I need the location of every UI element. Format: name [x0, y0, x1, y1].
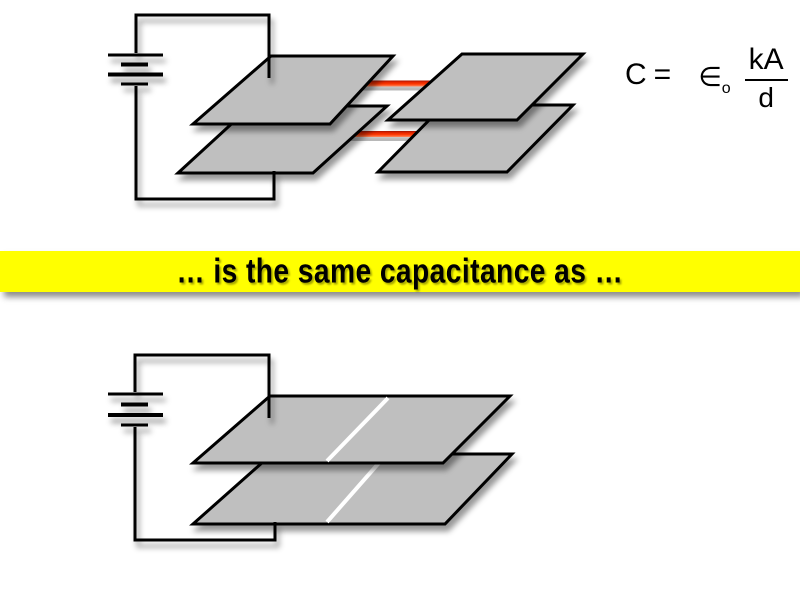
- red-wire-bottom-plates: [345, 131, 425, 137]
- circuit-wire-bottom: [133, 427, 277, 542]
- equivalent-capacitor-diagram: [108, 353, 516, 542]
- banner-text: … is the same capacitance as …: [176, 251, 624, 291]
- top-plate-seam-line: [325, 396, 390, 463]
- fraction-bar: [744, 78, 788, 81]
- fraction-denominator: d: [758, 81, 774, 113]
- formula-lhs: C: [625, 58, 647, 91]
- circuit-wire-bottom: [134, 86, 276, 201]
- circuit-wire-top: [133, 353, 271, 418]
- wide-capacitor-top-plate: [188, 394, 514, 465]
- circuit-wire-top: [134, 13, 271, 78]
- formula-equals: =: [653, 58, 672, 91]
- epsilon-glyph: ∈: [698, 62, 722, 92]
- red-wire-top-plates: [350, 80, 438, 87]
- battery-icon: [108, 392, 163, 427]
- parallel-capacitors-diagram: [108, 13, 587, 201]
- right-capacitor-top-plate: [384, 52, 587, 122]
- fraction-numerator: kA: [748, 42, 784, 76]
- formula-fraction: kA d: [744, 42, 788, 113]
- equivalence-banner: … is the same capacitance as …: [0, 251, 800, 292]
- epsilon-subscript: o: [721, 80, 731, 97]
- left-capacitor-top-plate: [188, 54, 397, 126]
- epsilon-symbol: ∈o: [698, 62, 730, 98]
- battery-icon: [108, 53, 163, 86]
- bottom-plate-seam-line: [325, 454, 387, 524]
- capacitance-formula: C = ∈o kA d: [625, 42, 788, 114]
